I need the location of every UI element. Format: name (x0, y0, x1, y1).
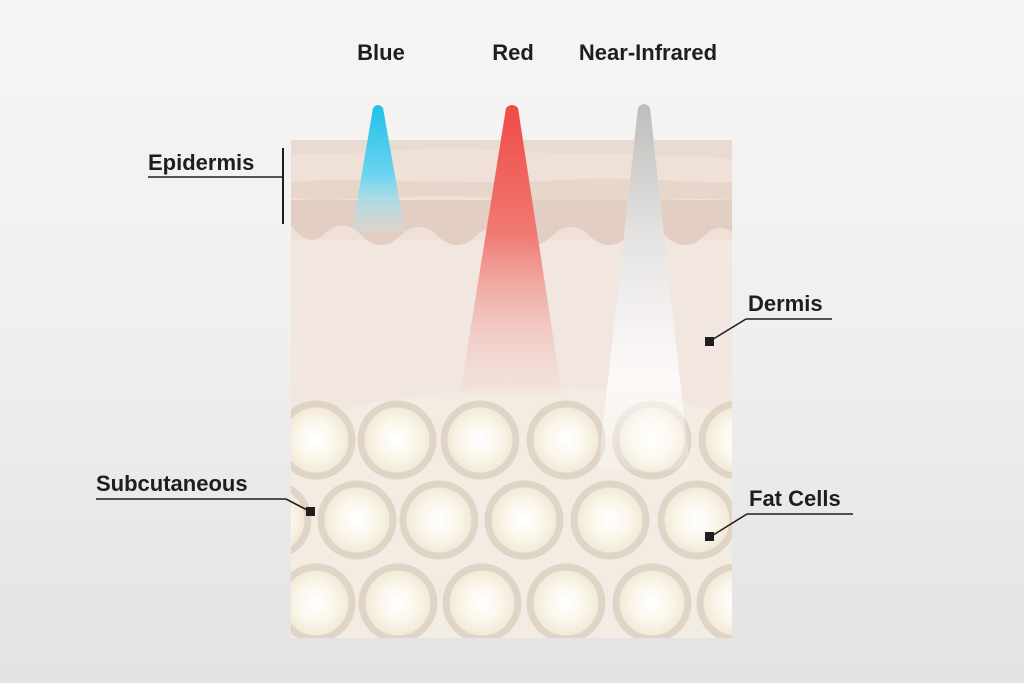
fat-cell (484, 480, 564, 560)
fat-cells-leader (709, 513, 748, 538)
fat-cell (696, 563, 732, 638)
epidermis-callout: Epidermis (148, 148, 284, 224)
fat-cell (358, 563, 438, 638)
fat-cells-label: Fat Cells (749, 486, 841, 511)
fat-cell (291, 485, 312, 555)
fat-cell (526, 400, 606, 480)
light-beams (352, 104, 690, 470)
fat-cell (440, 400, 520, 480)
dermis-callout: Dermis (705, 291, 832, 346)
dermis-leader (709, 318, 747, 342)
fat-cell (657, 480, 732, 560)
fat-cells-callout: Fat Cells (705, 486, 853, 541)
fat-cell (399, 480, 479, 560)
dermis-label: Dermis (748, 291, 823, 316)
epidermis-label: Epidermis (148, 150, 254, 175)
fat-cell (612, 563, 692, 638)
dermis-marker (705, 337, 714, 346)
near-infrared-light-beam (598, 104, 690, 470)
fat-cells-marker (705, 532, 714, 541)
fat-cell (291, 563, 356, 638)
fat-cell (526, 563, 606, 638)
fat-cell (698, 400, 732, 480)
blue-light-beam (352, 105, 405, 232)
subcutaneous-label: Subcutaneous (96, 471, 248, 496)
subcutaneous-marker (306, 507, 315, 516)
fat-cell (442, 563, 522, 638)
subcutaneous-callout: Subcutaneous (96, 471, 315, 516)
fat-cell (317, 480, 397, 560)
fat-cell (291, 400, 356, 480)
red-light-beam (460, 105, 562, 395)
near-infrared-light-label: Near-Infrared (579, 40, 717, 65)
fat-cell (570, 480, 650, 560)
blue-light-label: Blue (357, 40, 405, 65)
red-light-label: Red (492, 40, 534, 65)
fat-cell (357, 400, 437, 480)
